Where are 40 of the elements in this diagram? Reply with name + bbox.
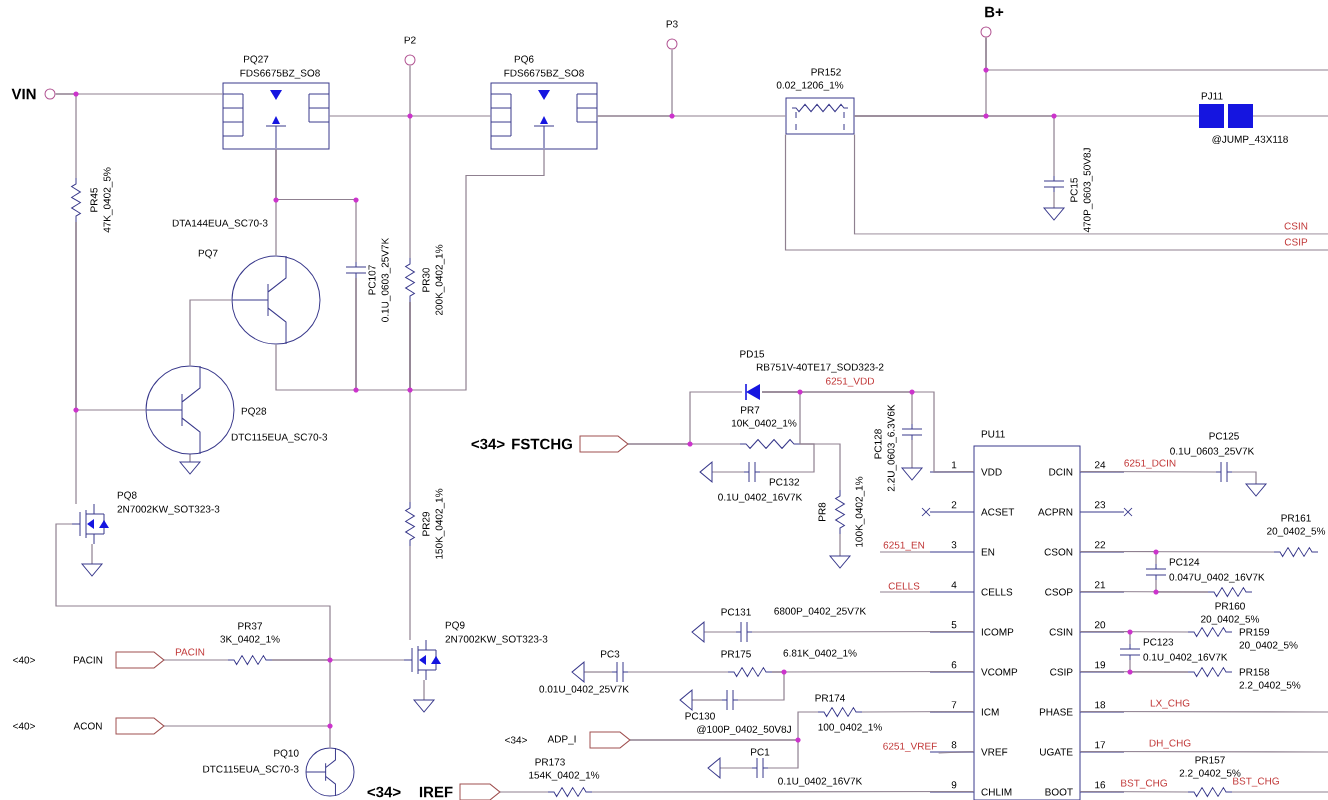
wire xyxy=(271,659,405,661)
wire xyxy=(985,36,1328,71)
wire xyxy=(629,739,799,769)
wire xyxy=(759,443,815,473)
wire xyxy=(627,671,729,673)
wire xyxy=(275,277,357,391)
wire xyxy=(163,725,331,749)
wire xyxy=(1231,791,1328,793)
wire xyxy=(54,93,77,179)
wire xyxy=(189,299,233,367)
wire xyxy=(761,391,913,425)
wire xyxy=(853,133,1328,235)
wire xyxy=(328,115,492,117)
wire xyxy=(1079,750,1328,753)
wire xyxy=(751,630,975,633)
wire xyxy=(1079,670,1189,673)
wire xyxy=(938,750,975,754)
wire xyxy=(409,301,411,503)
wire xyxy=(1252,115,1328,117)
wire xyxy=(1079,710,1328,713)
wire xyxy=(1079,790,1189,793)
wire xyxy=(591,790,975,793)
wire xyxy=(1079,470,1217,473)
wire xyxy=(275,148,277,257)
wire xyxy=(784,133,1328,251)
wire xyxy=(409,148,545,391)
wire xyxy=(163,659,229,661)
wire xyxy=(627,391,743,445)
wire xyxy=(596,115,787,117)
wire xyxy=(737,671,785,701)
wire xyxy=(409,545,411,641)
wire xyxy=(75,221,77,505)
wire xyxy=(853,115,1055,177)
wire xyxy=(1079,630,1131,645)
wire xyxy=(55,523,331,661)
wire xyxy=(499,791,549,793)
wire xyxy=(861,710,975,713)
wire xyxy=(1079,590,1209,593)
wire xyxy=(1079,550,1157,565)
wire xyxy=(409,64,411,259)
